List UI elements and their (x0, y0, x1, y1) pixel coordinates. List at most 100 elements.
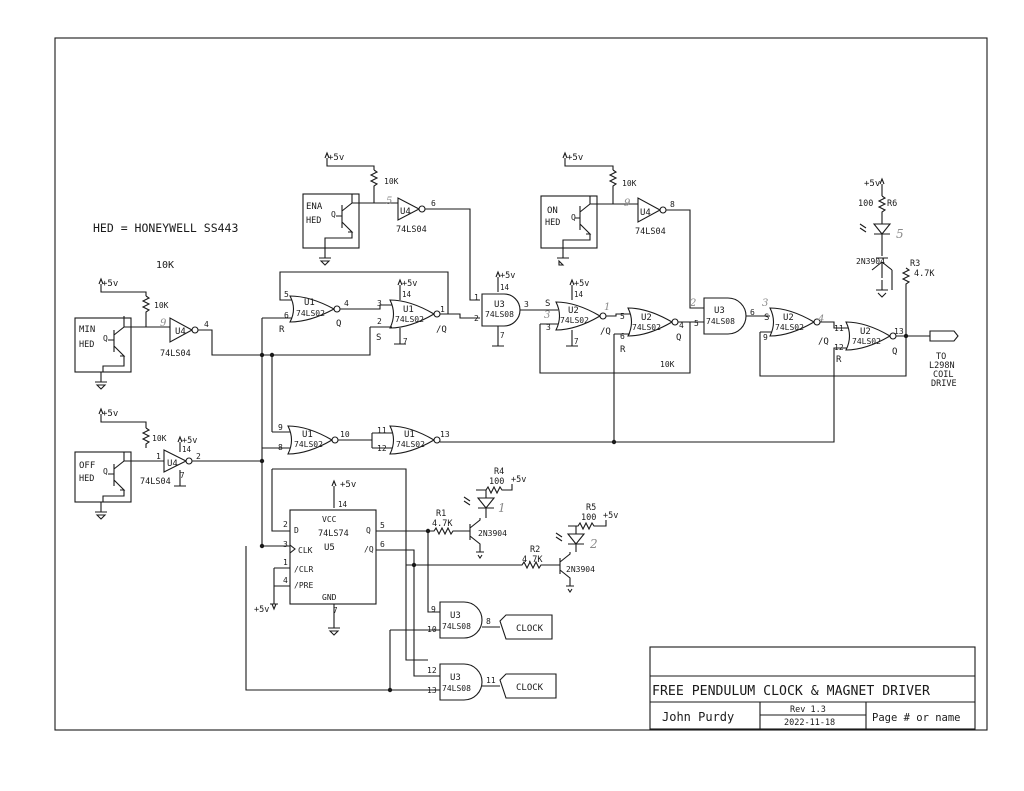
pin-12: 12 (834, 343, 844, 352)
resistor-10k (369, 169, 379, 192)
sig-q: Q (892, 347, 897, 357)
pin-1: 1 (283, 558, 288, 567)
pin-10: 10 (340, 430, 350, 439)
r3-r6-indicator: +5v 100 R6 5 2N3904 R3 4.7K (856, 177, 935, 336)
pin-3: 3 (546, 323, 551, 332)
sig-r: R (836, 355, 842, 365)
pin-2: 2 (377, 317, 382, 326)
ff-part: 74LS74 (318, 529, 349, 539)
u2-part: 74LS02 (632, 323, 661, 332)
u5-flipflop: +5v 14 VCC 74LS74 D Q U5 /Q CLK /CLR /PR… (245, 468, 440, 691)
min-label: MIN (79, 325, 95, 335)
r3-label: R3 (910, 259, 920, 269)
resistor-value: 10K (384, 177, 399, 186)
sig-s: S (764, 313, 769, 323)
pin-5: 5 (620, 312, 625, 321)
u1-label: U1 (302, 430, 313, 440)
sheet-border (54, 37, 988, 731)
plus5v-label: +5v (511, 475, 526, 485)
pin-8: 8 (670, 200, 675, 209)
junction-dot (259, 352, 265, 358)
plus5v-label: +5v (402, 279, 417, 289)
u4-part: 74LS04 (140, 477, 171, 487)
plus5v-label: +5v (182, 436, 197, 446)
ena-sensor: +5v 10K ENA HED Q 5 U4 74LS04 6 (302, 151, 480, 301)
sig-nq: /Q (600, 327, 611, 337)
clock-label: CLOCK (516, 624, 544, 634)
u4-label: U4 (175, 327, 186, 337)
pin-12: 12 (427, 666, 437, 675)
r1-value: 4.7K (432, 519, 453, 529)
pin-11: 11 (377, 426, 387, 435)
sig-s: S (545, 299, 550, 309)
r3-transistor: 2N3904 (856, 257, 885, 266)
ena-label: ENA (306, 202, 323, 212)
resistor-value: 10K (154, 301, 169, 310)
pin-5: 5 (284, 290, 289, 299)
min-sensor: +5v 10K MIN HED Q (74, 277, 171, 390)
drive-line-1: TO (936, 352, 946, 362)
ena-hed-box (302, 193, 360, 249)
u2-nor-latch: S 3 +5v 14 U2 74LS02 3 7 1 /Q U2 74LS02 … (539, 278, 706, 445)
on-q-label: Q (571, 213, 576, 222)
ff-d: D (294, 526, 299, 535)
ff-clk: CLK (298, 546, 313, 555)
author-text: John Purdy (662, 710, 734, 724)
junction-dot (387, 687, 393, 693)
pin-1: 1 (156, 452, 161, 461)
title-block: FREE PENDULUM CLOCK & MAGNET DRIVER John… (649, 646, 976, 730)
resistor-10k (608, 169, 618, 192)
sig-s: S (376, 333, 381, 343)
handwritten-pin: 2 (689, 298, 696, 309)
pin-6: 6 (431, 199, 436, 208)
off-label: OFF (79, 461, 95, 471)
pin-2: 2 (474, 314, 479, 323)
pin-14: 14 (402, 290, 412, 299)
u3-label: U3 (714, 306, 725, 316)
u1-part: 74LS02 (296, 309, 325, 318)
pin-13: 13 (894, 327, 904, 336)
u3-label: U3 (450, 673, 461, 683)
transistor-label: 2N3904 (566, 565, 595, 574)
u4-part: 74LS04 (396, 225, 427, 235)
drive-line-2: L298N (929, 361, 955, 371)
u3-label: U3 (494, 300, 505, 310)
r6-label: R6 (887, 199, 897, 209)
u2-part: 74LS02 (852, 337, 881, 346)
u4-part: 74LS04 (160, 349, 191, 359)
resistor-value: 10K (622, 179, 637, 188)
plus5v-label: +5v (102, 409, 118, 419)
sig-r: R (620, 345, 626, 355)
u1-label: U1 (404, 430, 415, 440)
u4-inverter-off: +5v 14 1 U4 74LS04 7 2 (140, 435, 262, 487)
pin-8: 8 (486, 617, 491, 626)
u1-label: U1 (403, 305, 414, 315)
drive-line-3: COIL (933, 370, 953, 380)
u3-part: 74LS08 (442, 622, 471, 631)
ena-hed-label: HED (306, 216, 321, 226)
date-text: 2022-11-18 (784, 718, 835, 728)
u3-clock-gate-2: U3 74LS08 12 13 11 CLOCK (387, 630, 557, 701)
ff-q: Q (366, 526, 371, 535)
u4-label: U4 (640, 208, 651, 218)
u1-part: 74LS02 (294, 440, 323, 449)
ff-nq: /Q (364, 545, 374, 554)
handwritten-pin: 1 (498, 501, 506, 515)
pin-7: 7 (574, 337, 579, 346)
junction-dot (259, 543, 265, 549)
u1-part: 74LS02 (395, 315, 424, 324)
u5-label: U5 (324, 543, 335, 553)
ff-gnd: GND (322, 593, 337, 602)
plus5v-label: +5v (102, 279, 118, 289)
sig-r: R (279, 325, 285, 335)
handwritten-pin: 5 (896, 227, 904, 241)
on-hed-label: HED (545, 218, 560, 228)
pin-9: 9 (763, 333, 768, 342)
u3-clock-gate-1: U3 74LS08 9 10 8 CLOCK (390, 601, 553, 640)
u2-label: U2 (568, 306, 579, 316)
coil-drive-output: TO L298N COIL DRIVE (929, 330, 959, 389)
u5-box (289, 509, 377, 605)
handwritten-pin: 5 (386, 196, 392, 207)
pin-4: 4 (679, 321, 684, 330)
pin-4: 4 (283, 576, 288, 585)
